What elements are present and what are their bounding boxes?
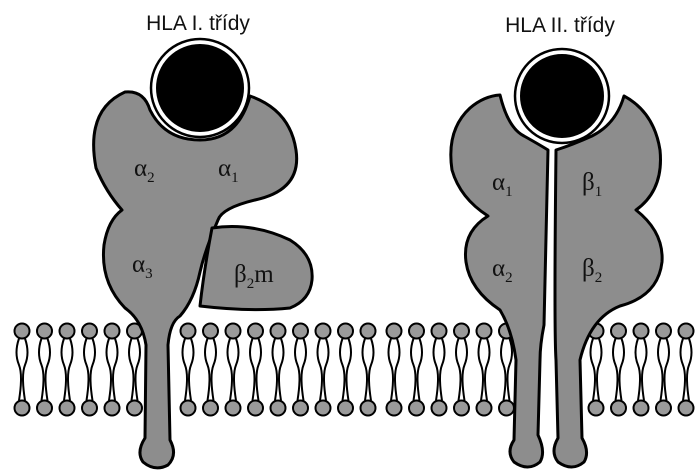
lipid-tails <box>501 339 512 401</box>
lipid-head <box>361 324 376 339</box>
lipid-head <box>82 401 97 416</box>
lipid-head <box>248 401 263 416</box>
lipid-head <box>634 401 649 416</box>
lipid-head <box>611 324 626 339</box>
lipid-head <box>37 324 52 339</box>
lipid-head <box>293 324 308 339</box>
lipid-tails <box>228 339 239 401</box>
lipid-head <box>477 324 492 339</box>
lipid-head <box>203 401 218 416</box>
lipid-tails <box>411 339 422 401</box>
lipid-tails <box>389 339 400 401</box>
lipid-head <box>226 401 241 416</box>
lipid-head <box>432 324 447 339</box>
lipid-tails <box>363 339 374 401</box>
lipid-head <box>338 401 353 416</box>
lipid-head <box>181 324 196 339</box>
class2-title: HLA II. třídy <box>505 14 615 37</box>
lipid-head <box>409 324 424 339</box>
lipid-head <box>181 401 196 416</box>
lipid-head <box>293 401 308 416</box>
lipid-head <box>634 324 649 339</box>
lipid-tails <box>479 339 490 401</box>
lipid-tails <box>205 339 216 401</box>
lipid-head <box>60 401 75 416</box>
lipid-head <box>37 401 52 416</box>
lipid-head <box>82 324 97 339</box>
class1-peptide <box>154 42 246 134</box>
lipid-tails <box>613 339 624 401</box>
lipid-head <box>454 324 469 339</box>
lipid-head <box>656 401 671 416</box>
lipid-head <box>679 324 694 339</box>
lipid-head <box>15 324 30 339</box>
lipid-tails <box>273 339 284 401</box>
lipid-head <box>226 324 241 339</box>
lipid-tails <box>318 339 329 401</box>
lipid-head <box>387 324 402 339</box>
lipid-tails <box>456 339 467 401</box>
lipid-head <box>105 401 120 416</box>
lipid-head <box>477 401 492 416</box>
lipid-head <box>361 401 376 416</box>
lipid-head <box>679 401 694 416</box>
lipid-tails <box>129 339 140 401</box>
lipid-tails <box>636 339 647 401</box>
lipid-head <box>105 324 120 339</box>
lipid-head <box>15 401 30 416</box>
lipid-tails <box>39 339 50 401</box>
lipid-head <box>409 401 424 416</box>
lipid-tails <box>107 339 118 401</box>
lipid-tails <box>295 339 306 401</box>
lipid-head <box>611 401 626 416</box>
lipid-head <box>589 401 604 416</box>
lipid-head <box>127 401 142 416</box>
lipid-head <box>656 324 671 339</box>
lipid-head <box>60 324 75 339</box>
lipid-head <box>271 324 286 339</box>
lipid-tails <box>17 339 28 401</box>
class1-title: HLA I. třídy <box>146 12 250 35</box>
lipid-tails <box>340 339 351 401</box>
lipid-tails <box>681 339 692 401</box>
lipid-tails <box>250 339 261 401</box>
lipid-head <box>248 324 263 339</box>
lipid-head <box>338 324 353 339</box>
lipid-head <box>316 324 331 339</box>
lipid-tails <box>84 339 95 401</box>
lipid-head <box>454 401 469 416</box>
lipid-tails <box>62 339 73 401</box>
lipid-head <box>387 401 402 416</box>
lipid-tails <box>591 339 602 401</box>
lipid-head <box>203 324 218 339</box>
lipid-head <box>316 401 331 416</box>
lipid-head <box>432 401 447 416</box>
cell-membrane <box>15 324 694 416</box>
class2-peptide <box>518 52 606 140</box>
lipid-tails <box>183 339 194 401</box>
lipid-head <box>499 401 514 416</box>
lipid-tails <box>658 339 669 401</box>
lipid-tails <box>434 339 445 401</box>
class1-b2m-label: β2m <box>234 261 274 292</box>
lipid-head <box>271 401 286 416</box>
